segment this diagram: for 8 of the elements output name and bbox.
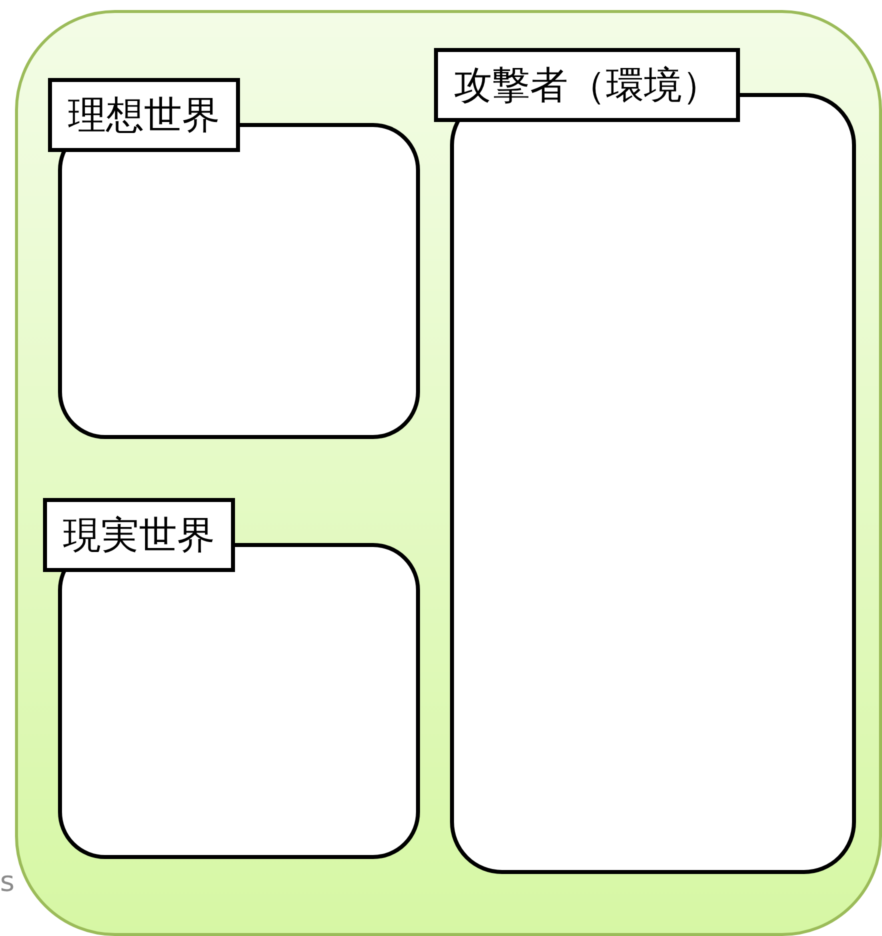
text-fragment: s — [0, 868, 15, 896]
panel-background — [15, 10, 882, 936]
panel-box — [43, 498, 420, 859]
heading-label: 攻撃者（環境） — [434, 48, 740, 122]
panel-box — [48, 78, 420, 439]
heading-label: 現実世界 — [43, 498, 235, 572]
heading-label: 理想世界 — [48, 78, 240, 152]
panel-box — [434, 48, 856, 874]
